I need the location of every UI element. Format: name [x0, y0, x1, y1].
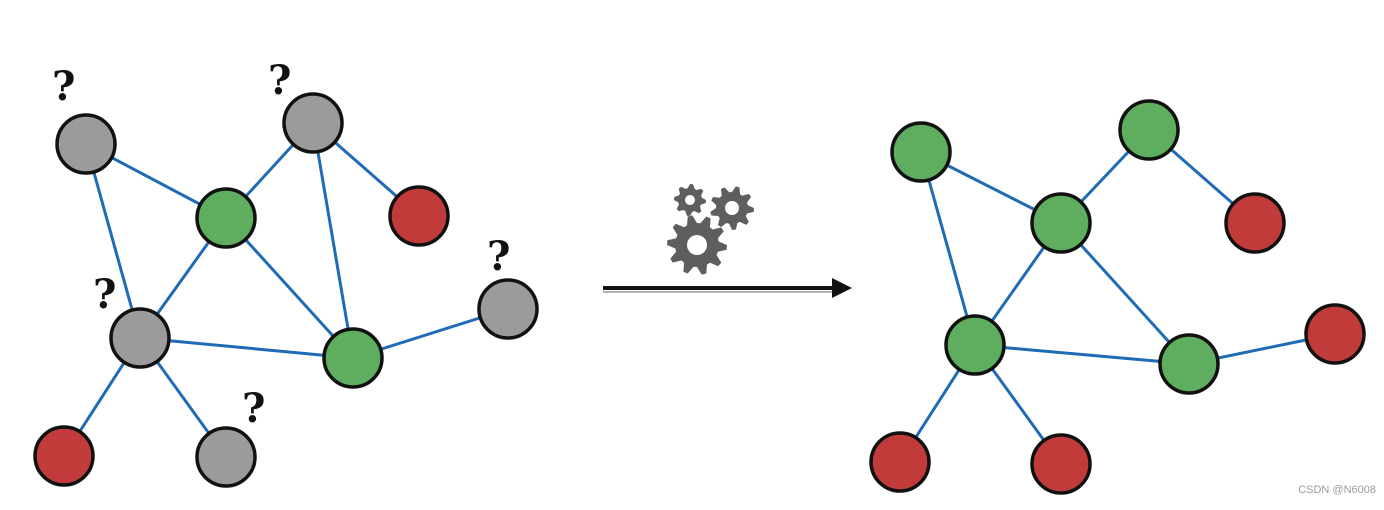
- classified-green-node: [944, 314, 1006, 376]
- question-mark: ?: [242, 385, 265, 432]
- question-mark: ?: [93, 271, 116, 318]
- classified-green-node: [1118, 99, 1180, 161]
- classified-red-node: [1224, 192, 1286, 254]
- edge: [1059, 221, 1191, 366]
- gear-hole: [687, 235, 707, 255]
- edge: [974, 343, 1190, 366]
- unknown-node: [282, 92, 344, 154]
- unknown-node: [109, 307, 171, 369]
- classified-green-node: [1030, 192, 1092, 254]
- question-mark: ?: [268, 57, 291, 104]
- classified-green-node: [890, 121, 952, 183]
- input-graph: ? ? ? ? ?: [33, 57, 539, 488]
- right-arrow-icon: [603, 278, 852, 298]
- gear-hole: [685, 195, 695, 205]
- classified-green-node: [1158, 333, 1220, 395]
- question-mark: ?: [52, 63, 75, 110]
- gear-hole: [725, 201, 739, 215]
- classified-red-node: [1030, 433, 1092, 495]
- question-mark: ?: [487, 233, 510, 280]
- output-graph: [869, 99, 1366, 495]
- unknown-node: [195, 426, 257, 488]
- unknown-markers: ? ? ? ? ?: [52, 57, 510, 432]
- unknown-node: [55, 113, 117, 175]
- classified-red-node: [1304, 303, 1366, 365]
- unknown-node: [477, 278, 539, 340]
- input-graph-nodes: [33, 92, 539, 488]
- input-graph-edges: [62, 121, 509, 458]
- edge: [84, 143, 142, 339]
- classified-red-node: [869, 431, 931, 493]
- labeled-red-node: [33, 425, 95, 487]
- output-graph-edges: [898, 128, 1336, 465]
- edge: [919, 151, 977, 346]
- edge: [311, 122, 355, 359]
- labeled-green-node: [322, 327, 384, 389]
- edge: [224, 216, 355, 360]
- labeled-red-node: [388, 185, 450, 247]
- edge: [139, 336, 354, 360]
- labeled-green-node: [195, 187, 257, 249]
- output-graph-nodes: [869, 99, 1366, 495]
- watermark: CSDN @N6008: [1298, 484, 1376, 496]
- gears-icon: [667, 184, 754, 275]
